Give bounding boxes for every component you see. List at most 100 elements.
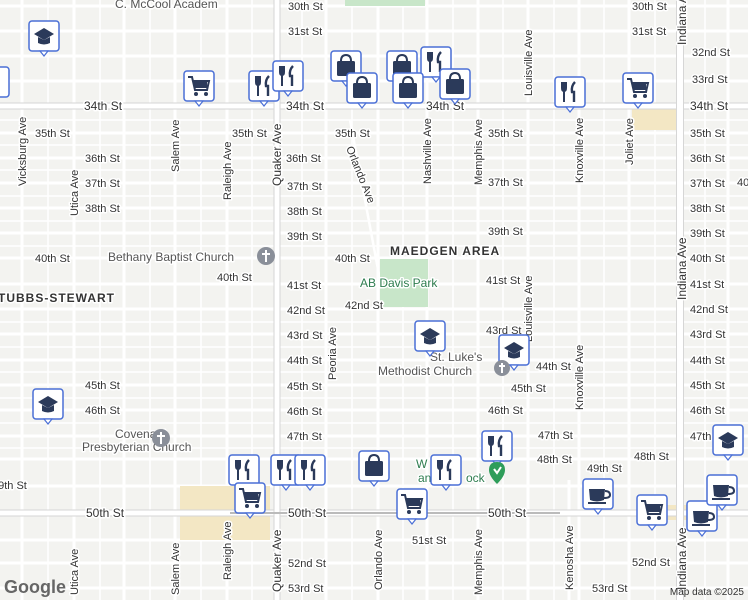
church-icon[interactable] xyxy=(494,360,510,376)
map-attribution[interactable]: Map data ©2025 xyxy=(669,587,744,598)
restaurant-icon[interactable] xyxy=(481,430,513,467)
street-label: 39th St xyxy=(287,231,322,243)
street-label: 44th St xyxy=(287,355,322,367)
street-label: 42nd St xyxy=(345,300,383,312)
street-label: Louisville Ave xyxy=(523,30,535,96)
street-label: 35th St xyxy=(488,128,523,140)
street-label: 39th St xyxy=(488,226,523,238)
street-label: 43rd St xyxy=(690,329,725,341)
street-label: 48th St xyxy=(537,454,572,466)
street-label: 40th St xyxy=(690,253,725,265)
shopping-cart-icon[interactable] xyxy=(396,488,428,525)
poi-label-st-lukes-1[interactable]: St. Luke's xyxy=(429,349,484,366)
street-label: 44th St xyxy=(690,355,725,367)
poi-label-school-top[interactable]: C. McCool Academ xyxy=(114,0,220,13)
street-label: 46th St xyxy=(488,405,523,417)
school-icon[interactable] xyxy=(712,424,744,461)
street-label: 46th St xyxy=(85,405,120,417)
street-label: 36th St xyxy=(85,153,120,165)
school-icon[interactable] xyxy=(32,388,64,425)
street-label: 30th St xyxy=(288,1,323,13)
street-label: Orlando Ave xyxy=(373,530,385,590)
street-label: 36th St xyxy=(286,153,321,165)
street-label: 35th St xyxy=(232,128,267,140)
restaurant-icon[interactable] xyxy=(430,454,462,491)
shopping-bag-icon[interactable] xyxy=(358,450,390,487)
street-label: 32nd St xyxy=(692,47,730,59)
poi-label-bowling-1[interactable]: W xyxy=(415,456,430,473)
street-label: 40th St xyxy=(335,253,370,265)
poi-label-st-lukes-2[interactable]: Methodist Church xyxy=(377,363,474,380)
park-icon[interactable] xyxy=(489,462,505,484)
partial-marker-icon[interactable] xyxy=(0,66,10,103)
school-icon[interactable] xyxy=(28,20,60,57)
street-label: 38th St xyxy=(690,203,725,215)
street-label: 50th St xyxy=(488,506,527,520)
street-label: 40th St xyxy=(217,272,252,284)
shopping-cart-icon[interactable] xyxy=(636,494,668,531)
street-label: Kenosha Ave xyxy=(564,525,576,590)
restaurant-icon[interactable] xyxy=(294,454,326,491)
cafe-icon[interactable] xyxy=(706,474,738,511)
shopping-cart-icon[interactable] xyxy=(183,70,215,107)
street-label: 34th St xyxy=(84,99,123,113)
shopping-cart-icon[interactable] xyxy=(234,482,266,519)
street-label: 41st St xyxy=(287,280,321,292)
street-label: 45th St xyxy=(85,380,120,392)
street-label: Memphis Ave xyxy=(473,119,485,185)
poi-label-bowling-3[interactable]: ock xyxy=(465,470,488,487)
street-label: 41st St xyxy=(690,279,724,291)
street-label: Raleigh Ave xyxy=(222,521,234,580)
street-label: Utica Ave xyxy=(69,170,81,216)
street-label: 31st St xyxy=(288,26,322,38)
restaurant-icon[interactable] xyxy=(554,76,586,113)
street-label: Louisville Ave xyxy=(523,276,535,342)
shopping-cart-icon[interactable] xyxy=(622,72,654,109)
street-label: 35th St xyxy=(690,128,725,140)
street-label: 47th St xyxy=(538,430,573,442)
cafe-icon[interactable] xyxy=(686,500,718,537)
street-label: Raleigh Ave xyxy=(222,141,234,200)
street-label: Salem Ave xyxy=(170,543,182,595)
street-label: Knoxville Ave xyxy=(574,345,586,410)
shopping-bag-icon[interactable] xyxy=(439,68,471,105)
shopping-bag-icon[interactable] xyxy=(392,72,424,109)
street-label: 46th St xyxy=(287,406,322,418)
street-label: 45th St xyxy=(511,383,546,395)
street-label: Vicksburg Ave xyxy=(17,117,29,186)
commercial-area-2 xyxy=(632,108,680,130)
street-label: Indiana Ave xyxy=(675,527,689,590)
street-label: 35th St xyxy=(35,128,70,140)
street-label: 40th St xyxy=(35,253,70,265)
poi-label-covenant-2[interactable]: Presbyterian Church xyxy=(81,439,193,456)
school-icon[interactable] xyxy=(414,320,446,357)
street-label: 43rd St xyxy=(287,330,322,342)
park-area xyxy=(380,259,428,307)
street-label: 47th St xyxy=(287,431,322,443)
cafe-icon[interactable] xyxy=(582,478,614,515)
markers xyxy=(0,20,744,537)
shopping-bag-icon[interactable] xyxy=(346,72,378,109)
street-label: 34th St xyxy=(690,99,729,113)
park-label[interactable]: AB Davis Park xyxy=(359,275,440,292)
street-label: 42nd St xyxy=(287,305,325,317)
street-label: Knoxville Ave xyxy=(574,118,586,183)
street-label: 37th St xyxy=(690,178,725,190)
google-logo: Google xyxy=(4,577,66,597)
street-label: 52nd St xyxy=(288,558,326,570)
street-label: 46th St xyxy=(690,405,725,417)
restaurant-icon[interactable] xyxy=(272,60,304,97)
street-label: 51st St xyxy=(412,535,446,547)
street-label: 34th St xyxy=(286,99,325,113)
church-icon[interactable] xyxy=(152,429,170,447)
street-label: 30th St xyxy=(632,1,667,13)
street-label: 34th St xyxy=(426,99,465,113)
street-label: 45th St xyxy=(690,380,725,392)
street-label: Utica Ave xyxy=(69,549,81,595)
street-label: 38th St xyxy=(287,206,322,218)
street-label: 53rd St xyxy=(288,583,323,595)
church-icon[interactable] xyxy=(257,247,275,265)
poi-label-bethany-baptist[interactable]: Bethany Baptist Church xyxy=(107,249,236,266)
